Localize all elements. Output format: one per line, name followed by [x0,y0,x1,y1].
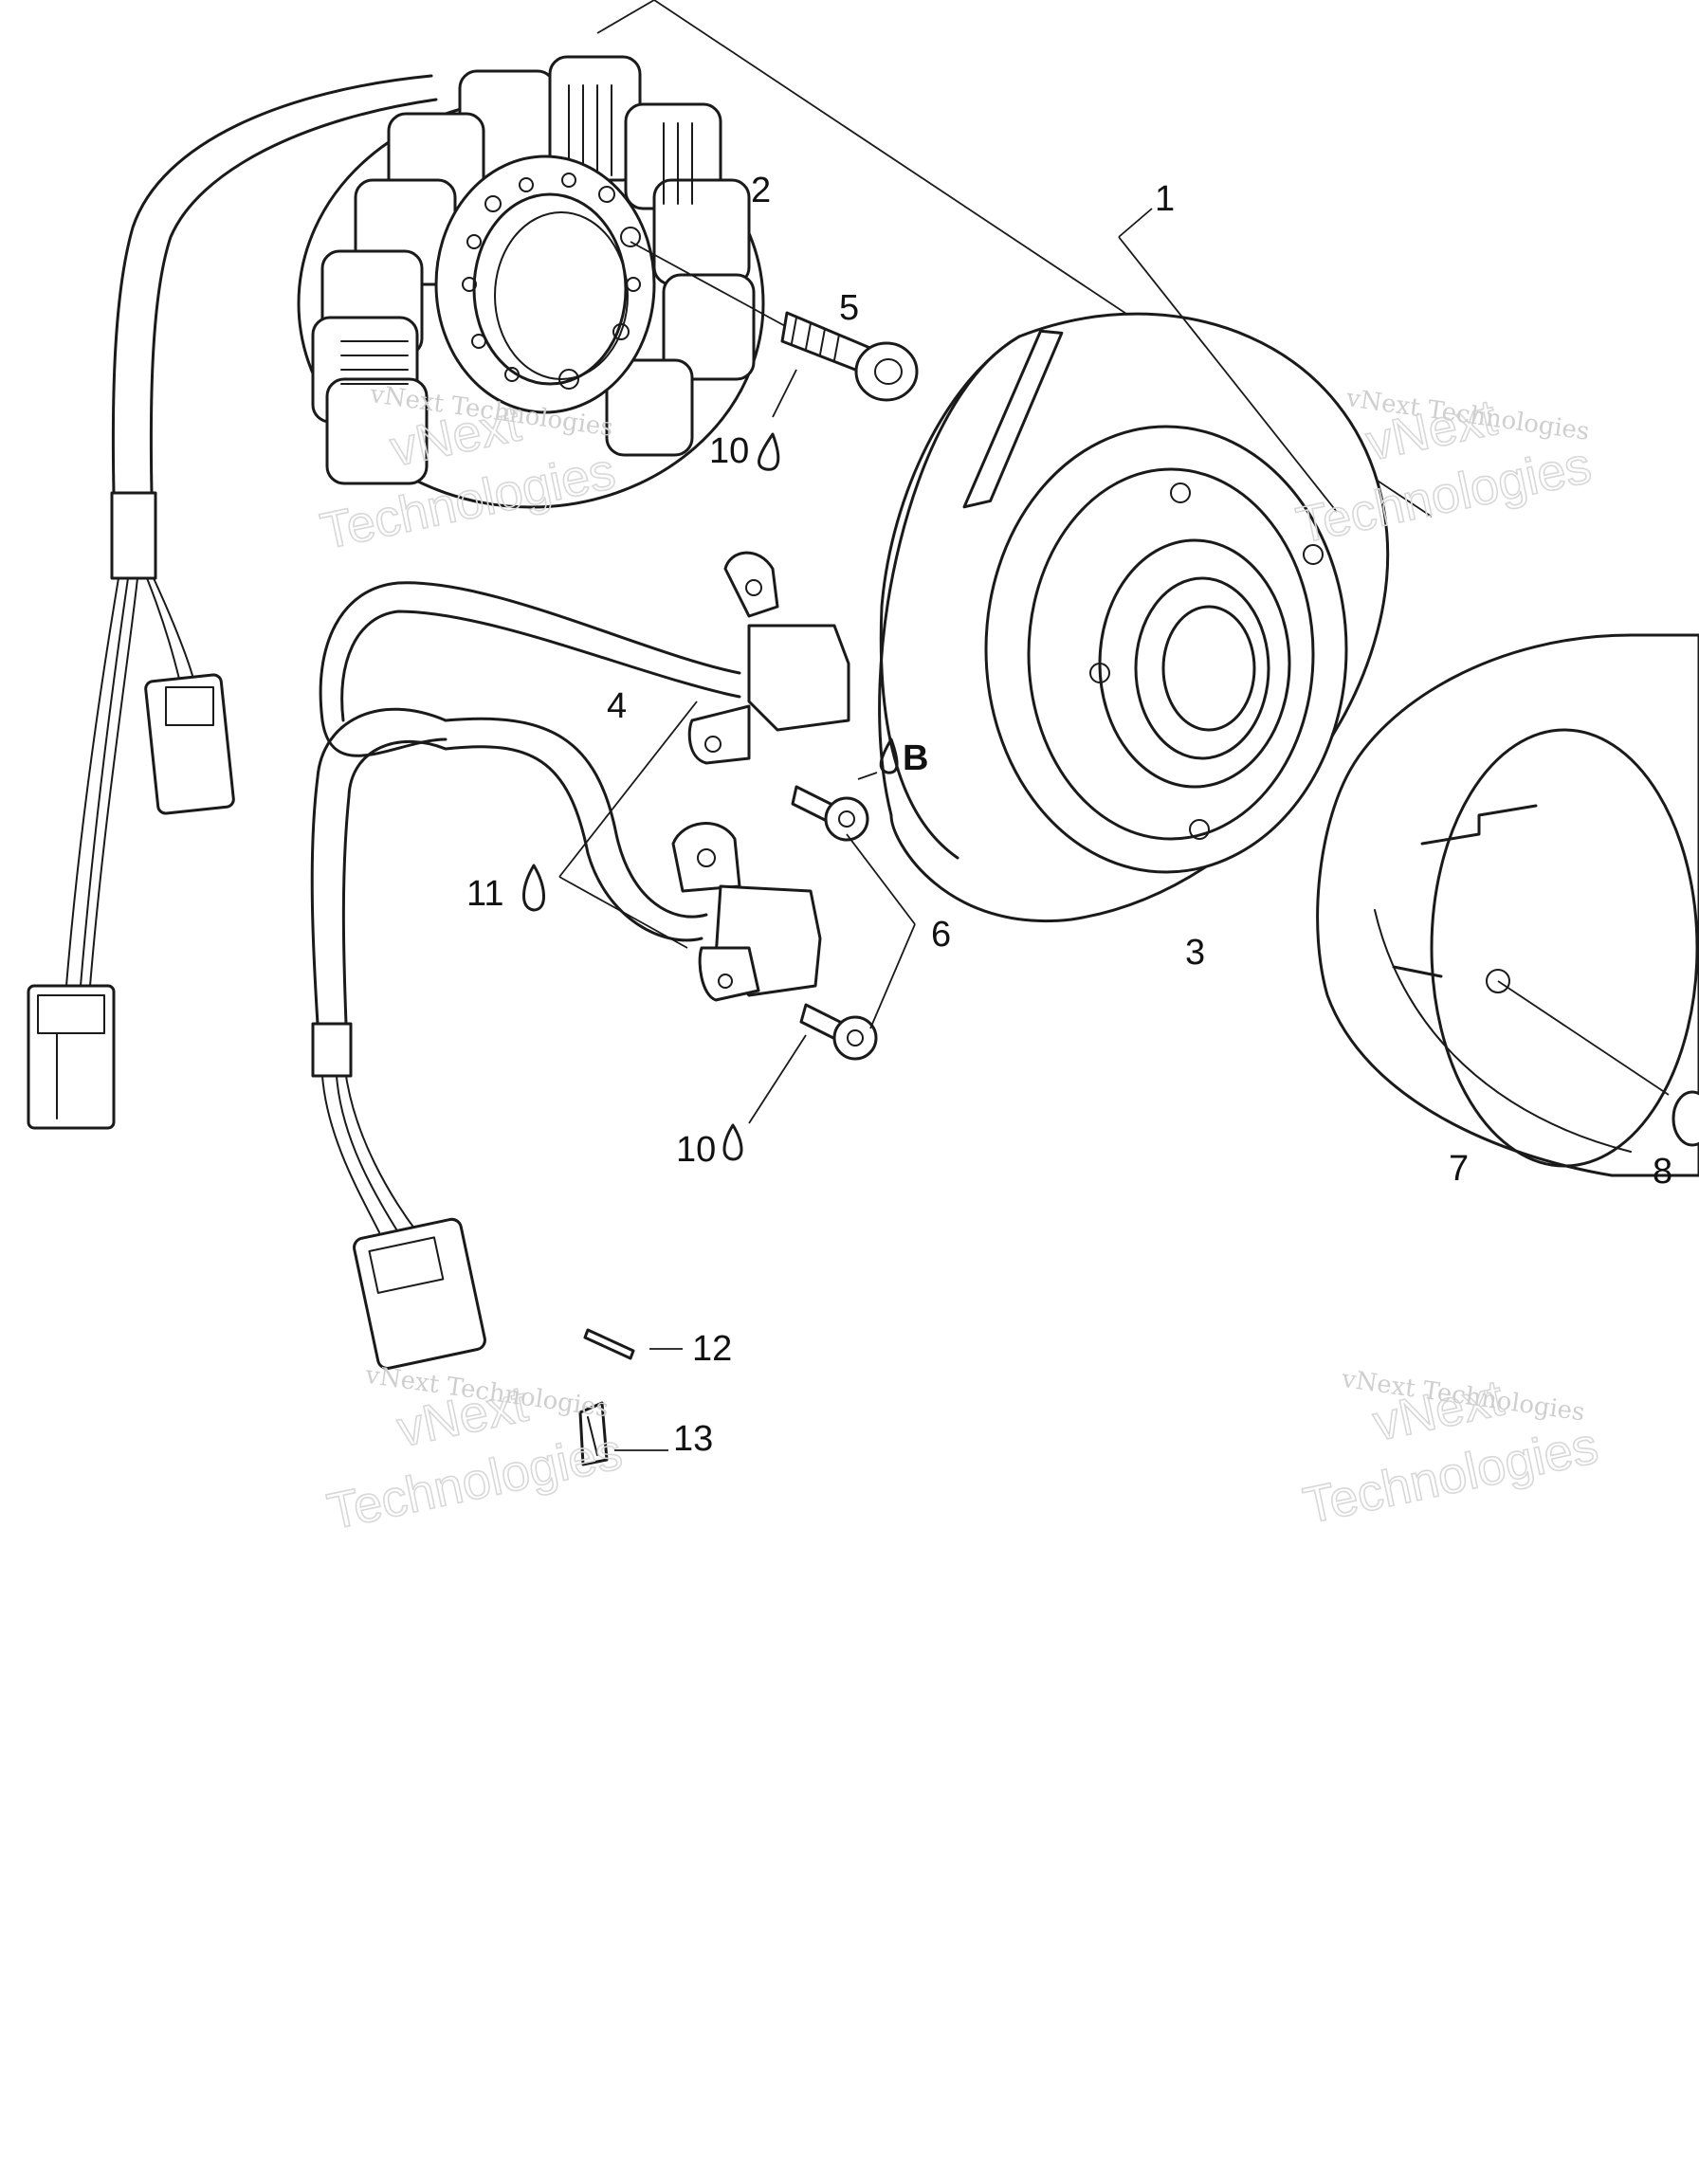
stator [297,55,765,509]
callout-6: 6 [931,915,951,955]
sensor-lower [671,822,822,1002]
bolt-5 [630,241,919,402]
washer-8 [1672,1090,1699,1147]
callout-12: 12 [692,1329,732,1369]
drop-icon [722,1123,743,1161]
callout-11: 11 [466,874,503,914]
sensor-upper [687,551,850,765]
callout-3: 3 [1185,933,1205,973]
callout-7: 7 [1449,1149,1469,1189]
callout-13: 13 [673,1419,713,1459]
starter-clutch [1316,633,1699,1177]
drop-icon [758,432,780,471]
flywheel [878,312,1390,923]
screw-upper [791,785,869,842]
callout-1: 1 [1155,179,1175,219]
callout-10-lower: 10 [676,1130,716,1170]
pin-12 [583,1328,683,1360]
callout-B: B [903,738,928,778]
stator-harness [27,74,438,1130]
callout-8: 8 [1653,1152,1672,1192]
sensor-harness [310,581,741,1370]
drop-icon [522,864,545,912]
clip-13 [578,1401,668,1466]
callout-2: 2 [751,171,771,210]
callout-4: 4 [607,686,627,726]
screw-lower [799,1003,878,1061]
callout-10-upper: 10 [709,431,749,471]
callout-5: 5 [839,288,859,328]
drop-icon [879,737,899,774]
